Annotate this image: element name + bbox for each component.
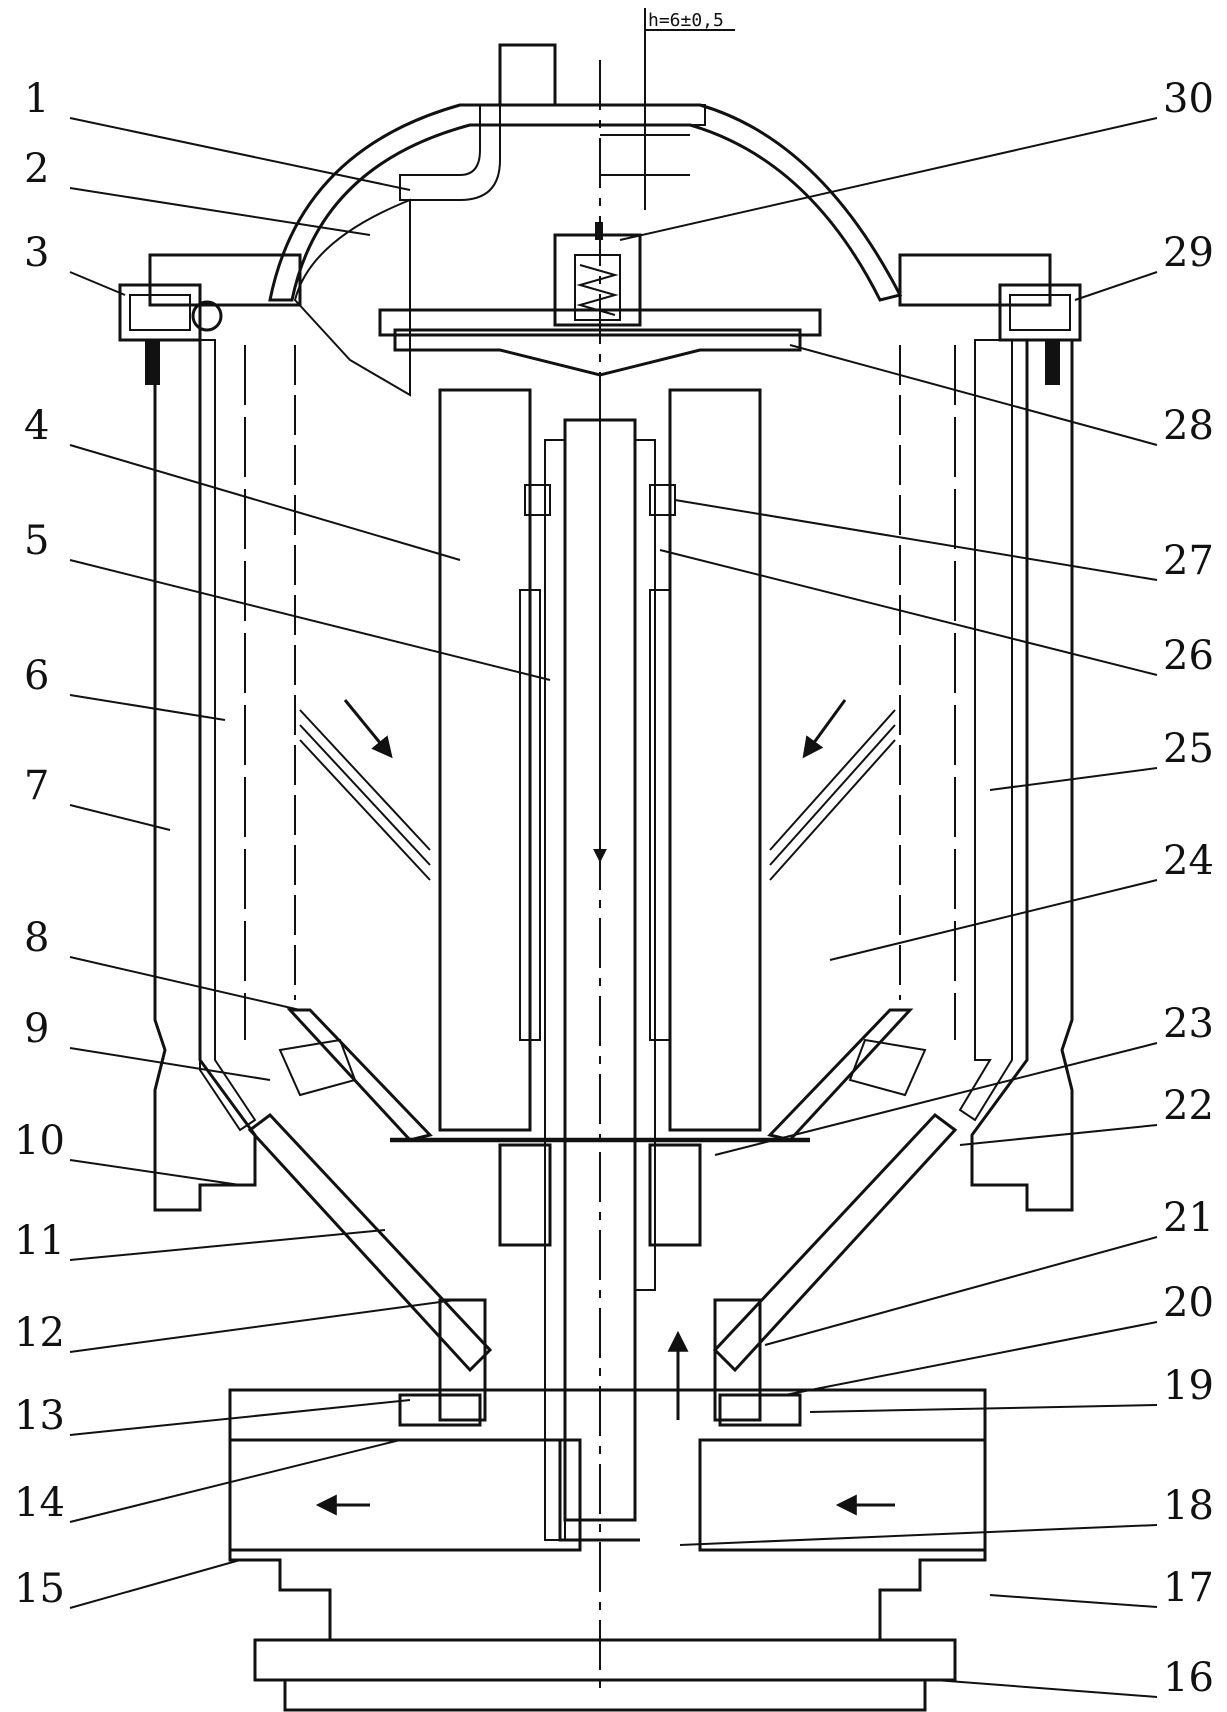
callout-25: 25 (1163, 726, 1214, 772)
nozzle-assemblies (398, 1298, 802, 1427)
callout-20: 20 (1163, 1280, 1214, 1326)
callout-28: 28 (1163, 403, 1214, 449)
callout-16: 16 (1163, 1655, 1214, 1701)
base-body (228, 1330, 987, 1712)
callout-27: 27 (1163, 538, 1214, 584)
callout-10: 10 (14, 1118, 65, 1164)
upper-filter-element (293, 198, 411, 397)
rotor-assembly (378, 60, 822, 1690)
callout-13: 13 (14, 1393, 65, 1439)
funnel-cones (247, 1008, 958, 1373)
callout-2: 2 (24, 146, 49, 192)
callout-14: 14 (14, 1480, 65, 1526)
callout-26: 26 (1163, 633, 1214, 679)
callout-21: 21 (1163, 1195, 1214, 1241)
callout-1: 1 (24, 76, 49, 122)
callouts-left: 1 2 3 4 5 6 7 8 9 10 11 12 13 14 15 (14, 76, 65, 1612)
callout-29: 29 (1163, 230, 1214, 276)
callout-19: 19 (1163, 1363, 1214, 1409)
callout-12: 12 (14, 1310, 65, 1356)
callout-18: 18 (1163, 1483, 1214, 1529)
callout-8: 8 (24, 915, 49, 961)
callout-15: 15 (14, 1566, 65, 1612)
outer-housing (153, 338, 1074, 1212)
dome-cover (268, 43, 903, 302)
callout-9: 9 (24, 1006, 49, 1052)
callout-17: 17 (1163, 1565, 1214, 1611)
callout-4: 4 (24, 403, 49, 449)
callout-30: 30 (1163, 76, 1214, 122)
callout-5: 5 (24, 518, 49, 564)
relief-valve (553, 222, 642, 327)
callout-11: 11 (14, 1218, 65, 1264)
callout-7: 7 (24, 763, 49, 809)
callouts-right: 30 29 28 27 26 25 24 23 22 21 20 19 18 1… (1163, 76, 1214, 1701)
dimension-h-label: h=6±0,5 (648, 10, 724, 31)
callout-24: 24 (1163, 838, 1214, 884)
dimension-h: h=6±0,5 (600, 8, 735, 210)
callout-23: 23 (1163, 1001, 1214, 1047)
callout-22: 22 (1163, 1083, 1214, 1129)
pleated-filter-zones (244, 345, 956, 1040)
leader-lines (69, 117, 1158, 1698)
callout-6: 6 (24, 653, 49, 699)
callout-3: 3 (24, 230, 49, 276)
